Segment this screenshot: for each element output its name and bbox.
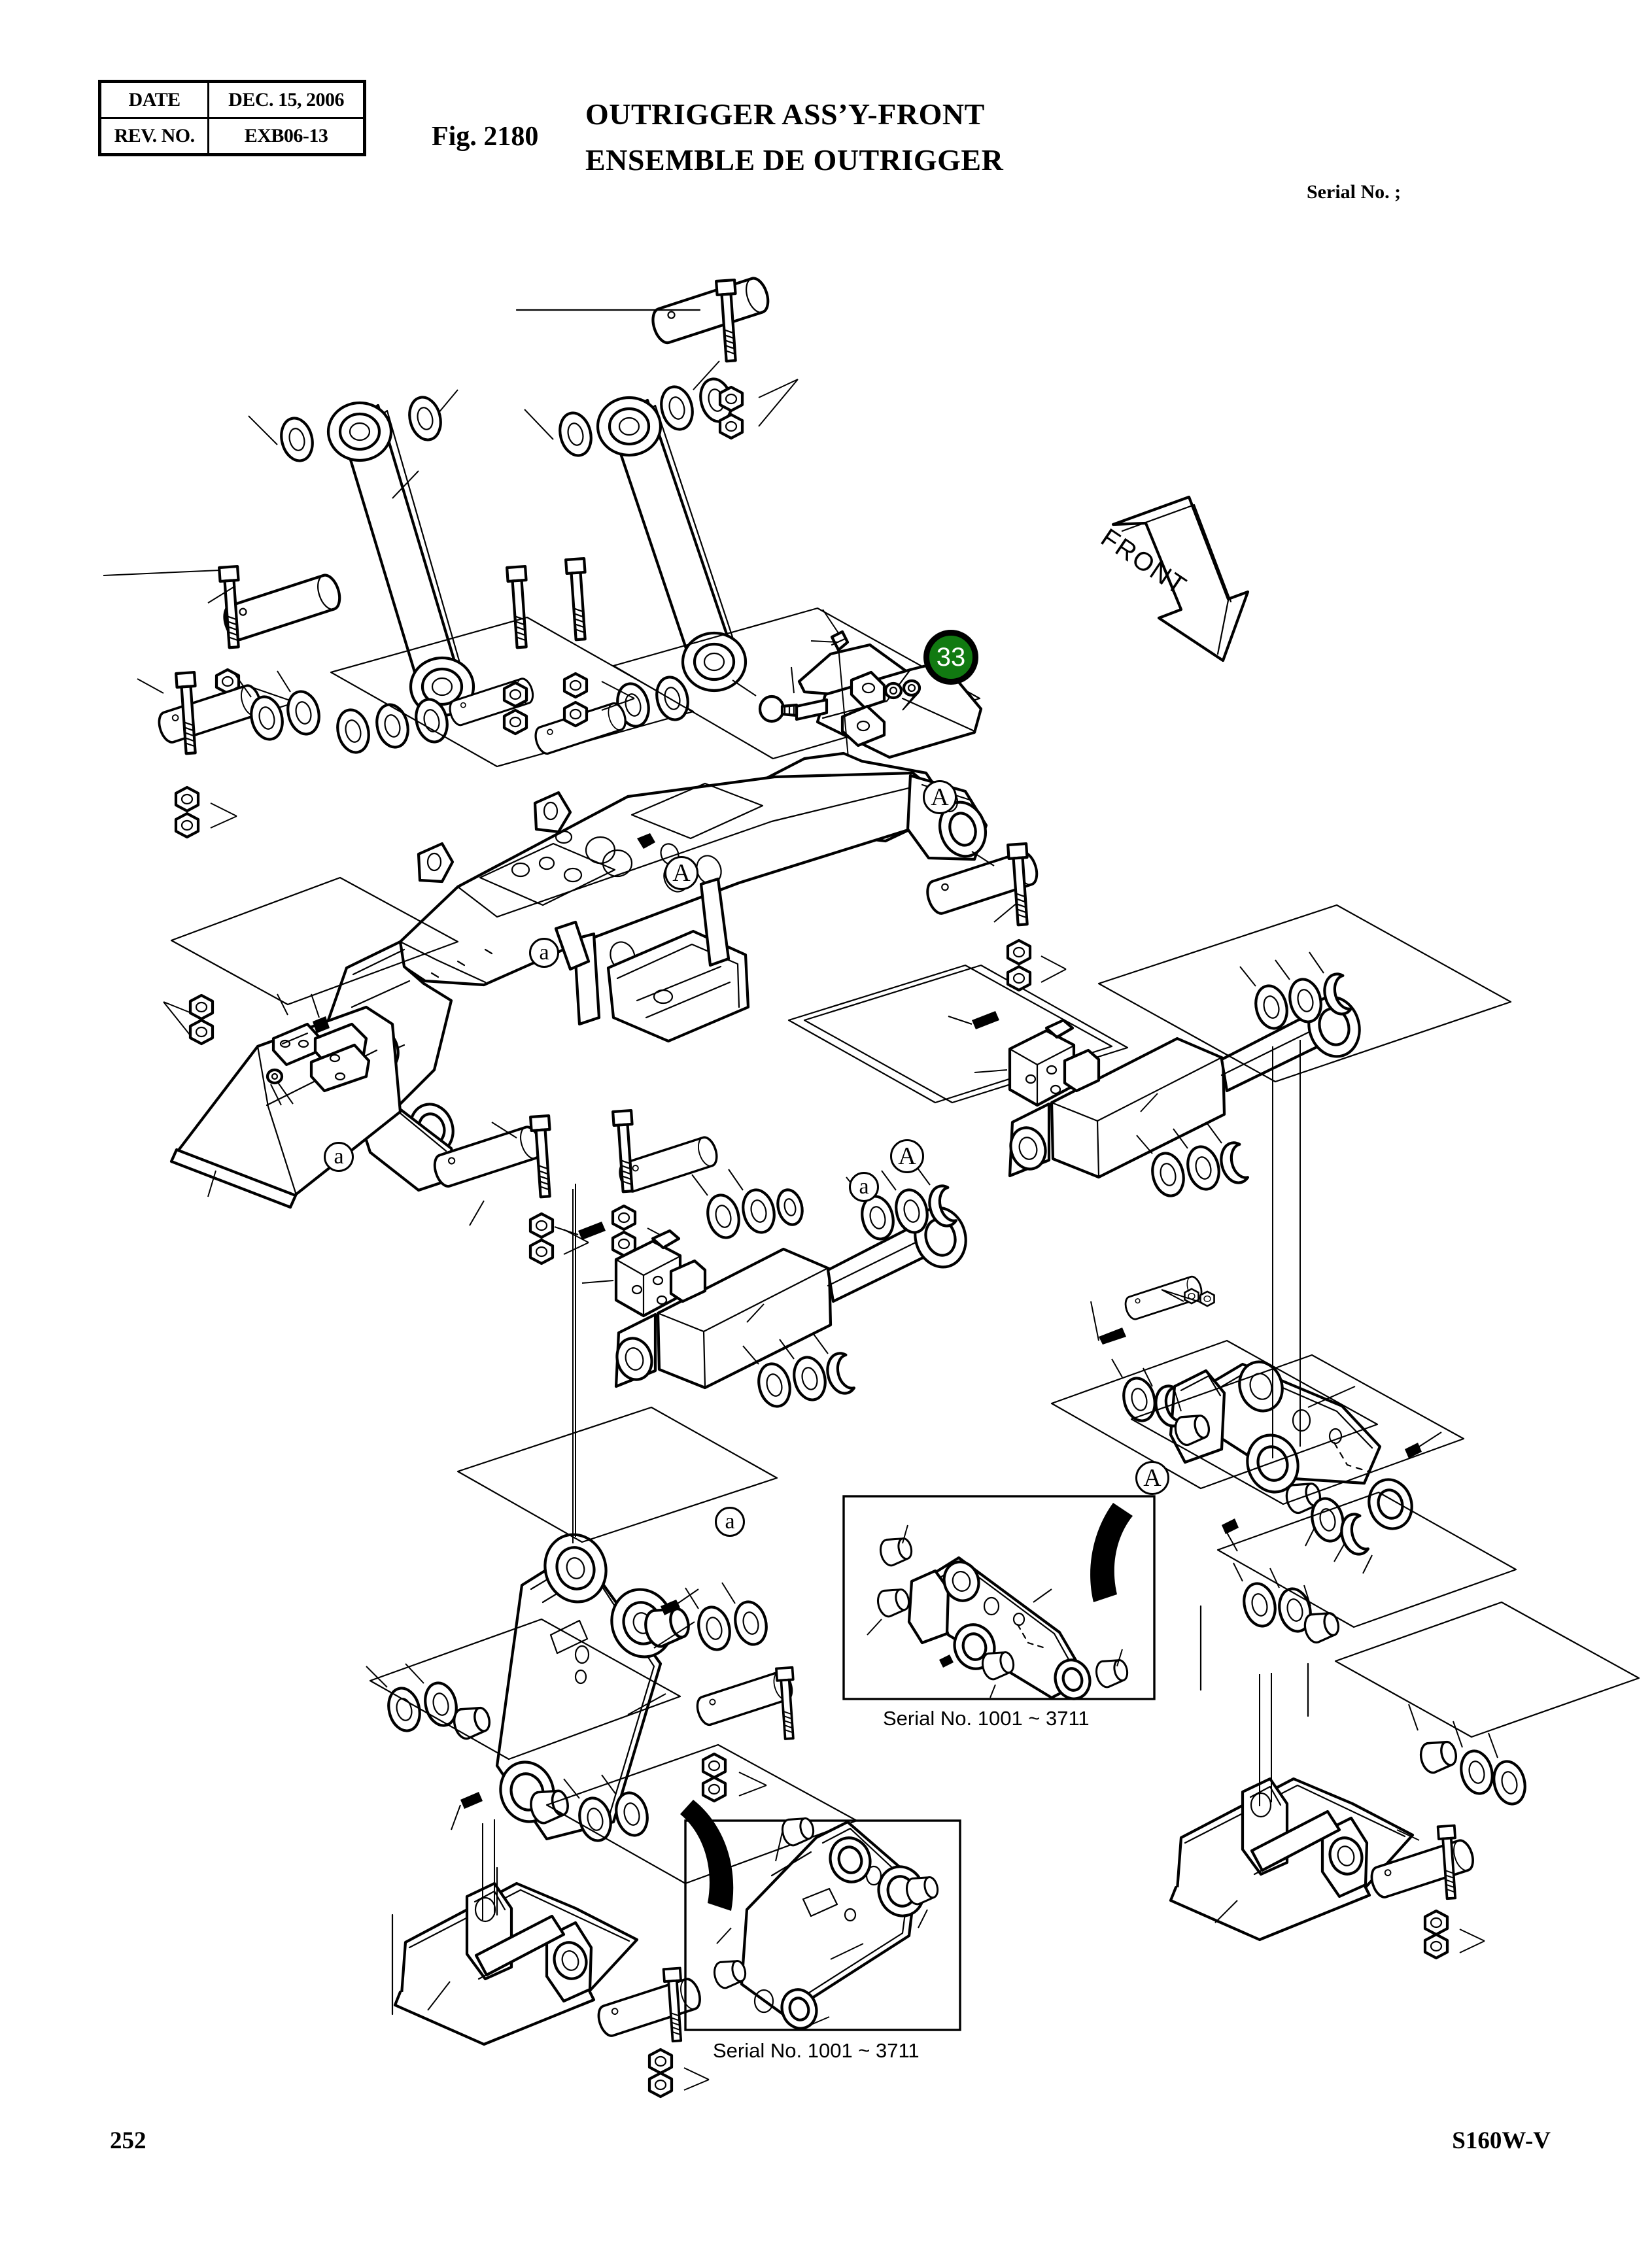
upper-linkage-arm-left (103, 389, 695, 768)
reference-marker-a-right: A (1135, 1461, 1169, 1495)
main-outrigger-frame (326, 751, 988, 1192)
reference-marker-a-mid: A (664, 856, 698, 890)
inset-caption-serial-2: Serial No. 1001 ~ 3711 (713, 2039, 920, 2062)
mudguard-fender-left (163, 993, 402, 1209)
reference-marker-a-small-left: a (529, 938, 559, 968)
cover-guard-plate-part33 (732, 609, 983, 780)
inset-caption-serial-1: Serial No. 1001 ~ 3711 (883, 1707, 1090, 1730)
outrigger-pad-right (1169, 1491, 1640, 1958)
rev-no-value: EXB06-13 (207, 117, 366, 156)
reference-marker-a-small-leg: a (715, 1507, 745, 1537)
page-title-english: OUTRIGGER ASS’Y-FRONT (585, 97, 985, 131)
hydraulic-cylinder-center (554, 1165, 967, 1410)
page-title-french: ENSEMBLE DE OUTRIGGER (585, 143, 1004, 177)
date-label: DATE (98, 80, 210, 119)
inset-box-serial-2 (684, 1813, 961, 2031)
page-number: 252 (110, 2127, 146, 2154)
serial-no-label: Serial No. ; (1307, 181, 1402, 203)
left-pivot-pin-hardware (137, 670, 459, 1006)
rev-no-label: REV. NO. (98, 117, 210, 156)
part-callout-33[interactable]: 33 (923, 630, 978, 685)
reference-marker-a-upper: A (923, 780, 957, 814)
outrigger-leg-right (1050, 1274, 1465, 1602)
outrigger-leg-left (366, 1406, 858, 2097)
reference-marker-a-lower: A (890, 1139, 924, 1173)
reference-marker-a-small-mid: a (849, 1172, 879, 1202)
inset-box-serial-1 (842, 1495, 1156, 1700)
table-row: REV. NO. EXB06-13 (98, 117, 366, 156)
figure-number: Fig. 2180 (432, 122, 539, 152)
hydraulic-cylinder-right (948, 904, 1512, 1199)
machine-model: S160W-V (1452, 2127, 1551, 2154)
reference-marker-a-small-fender: a (324, 1142, 354, 1172)
front-direction-arrow (1111, 495, 1250, 662)
header-info-table: DATE DEC. 15, 2006 REV. NO. EXB06-13 (98, 80, 366, 156)
left-lower-pin-hardware (430, 1116, 589, 1263)
date-value: DEC. 15, 2006 (207, 80, 366, 119)
table-row: DATE DEC. 15, 2006 (98, 80, 366, 119)
right-pivot-pin-hardware (787, 844, 1113, 1104)
upper-linkage-arm-center (515, 275, 981, 760)
assembly-connector-lines (482, 1040, 1301, 1920)
